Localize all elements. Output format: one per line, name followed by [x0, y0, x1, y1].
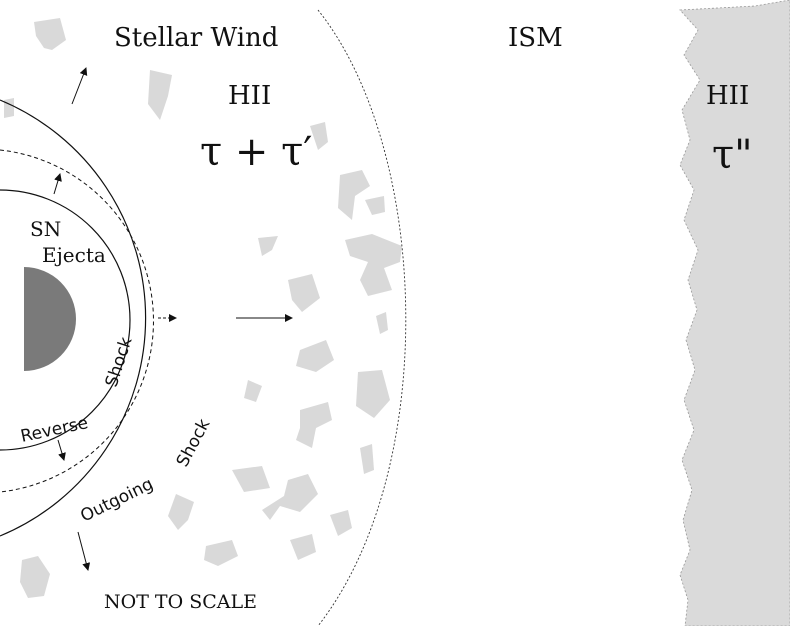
clump [148, 70, 172, 120]
clump [296, 402, 332, 448]
reverse-label: Reverse [19, 413, 90, 447]
arrow-icon [77, 531, 91, 571]
clump [262, 474, 318, 520]
outgoing-label: Outgoing [77, 474, 156, 526]
ejecta-core [24, 267, 76, 371]
clump [330, 510, 352, 536]
clump [232, 466, 270, 492]
tau-left-label: τ + τ′ [200, 129, 312, 175]
not-to-scale-label: NOT TO SCALE [104, 591, 257, 613]
hii-left-label: HII [228, 81, 271, 111]
sn-label: SN [30, 217, 61, 241]
arrow-icon [53, 173, 62, 195]
clump [360, 444, 374, 474]
clump [20, 556, 50, 598]
clump [204, 540, 238, 566]
clump [338, 170, 370, 220]
arrow-icon [71, 67, 88, 105]
shock-outer-label: Shock [173, 416, 215, 471]
clump [4, 98, 14, 118]
hii-right-label: HII [706, 81, 749, 111]
outgoing-shock-arc [0, 99, 147, 537]
wind-boundary-arc [317, 9, 407, 626]
clump [376, 312, 388, 334]
clump [345, 234, 402, 296]
tau-right-label: τ" [712, 132, 753, 178]
clump [288, 274, 320, 312]
clump [296, 340, 334, 372]
arrows [53, 67, 293, 571]
arrow-icon [57, 439, 66, 461]
clump [34, 18, 66, 50]
clump [244, 380, 262, 402]
clump [290, 534, 316, 560]
clump [356, 370, 390, 418]
clump [365, 196, 385, 215]
wind-clumps [4, 18, 402, 598]
right-hii-cloud [679, 0, 790, 626]
ejecta-label: Ejecta [42, 243, 106, 267]
shock-inner-label: Shock [102, 335, 137, 390]
clump [258, 236, 278, 256]
clump [168, 494, 194, 530]
reverse-shock-arc [0, 189, 131, 451]
clump [310, 122, 328, 150]
ism-label: ISM [508, 23, 563, 53]
stellar-wind-label: Stellar Wind [114, 23, 278, 53]
